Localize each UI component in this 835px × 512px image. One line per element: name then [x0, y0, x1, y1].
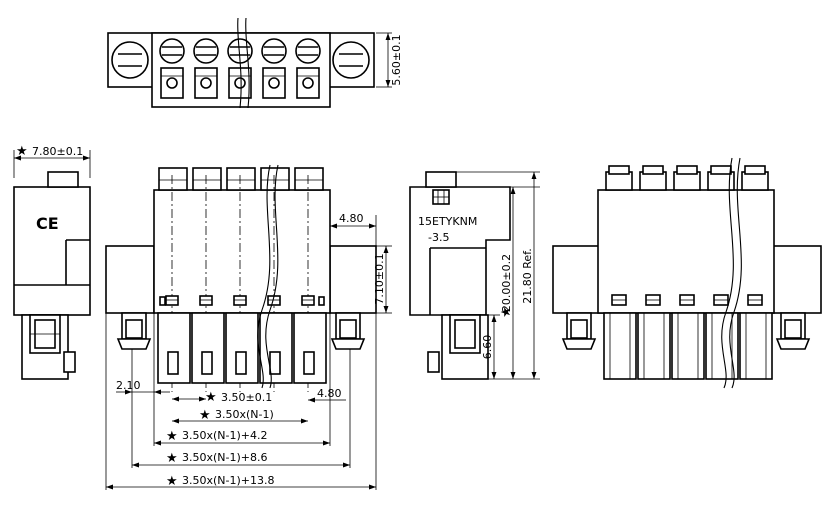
terminal-screws-top: [159, 38, 321, 64]
flange-screws-rear: [561, 312, 811, 350]
pin-housings-front: [157, 312, 327, 384]
star-marker: ★: [205, 390, 217, 405]
dim-offset-left: 2.10: [116, 379, 141, 392]
star-marker: ★: [16, 144, 28, 159]
terminal-tabs-front: [158, 167, 324, 191]
dim-body-height: 7.10±0.1: [373, 253, 386, 304]
dim-pitch-n-86: 3.50x(N-1)+8.6: [182, 451, 268, 464]
star-marker: ★: [166, 474, 178, 489]
front-view: 4.80 7.10±0.1 2.10 ★ 3.50±0.1 ★ 3.50x(N-…: [105, 164, 392, 490]
side-view-right: 15ETYKNM -3.5 20.00±0.2 ★ 21.80 Ref. 6.6…: [409, 171, 540, 380]
dim-offset-right: 4.80: [339, 212, 364, 225]
dim-pitch-n: 3.50x(N-1): [215, 408, 274, 421]
dim-pitch-tol: 3.50±0.1: [221, 391, 272, 404]
star-marker: ★: [199, 408, 211, 423]
dim-pitch-n-42: 3.50x(N-1)+4.2: [182, 429, 268, 442]
dim-pitch-n-138: 3.50x(N-1)+13.8: [182, 474, 275, 487]
star-marker: ★: [499, 306, 514, 318]
dim-offset-right-bottom: 4.80: [317, 387, 342, 400]
part-code: 15ETYKNM: [418, 215, 477, 228]
part-pitch: -3.5: [428, 231, 449, 244]
side-view-left: ★ 7.80±0.1 CE: [13, 144, 91, 380]
screw-windows-front: [159, 295, 325, 306]
rear-view: [552, 157, 822, 389]
wire-entries-top: [160, 67, 320, 99]
star-marker: ★: [166, 451, 178, 466]
dim-top-height: 5.60±0.1: [390, 34, 403, 85]
flange-screws-front: [116, 312, 366, 350]
screw-head-right: [332, 41, 370, 79]
star-marker: ★: [166, 429, 178, 444]
dim-total-height: 20.00±0.2: [500, 254, 513, 312]
screw-windows-rear: [611, 294, 763, 306]
dim-ref-height: 21.80 Ref.: [521, 248, 534, 303]
screw-head-left: [111, 41, 149, 79]
top-view: 5.60±0.1: [107, 17, 403, 109]
pin-housings-rear: [603, 312, 773, 380]
terminal-tabs-rear: [605, 165, 769, 191]
dim-side-width: 7.80±0.1: [32, 145, 83, 158]
dim-lower-height: 6.60: [481, 335, 494, 360]
ce-mark: CE: [36, 214, 59, 233]
